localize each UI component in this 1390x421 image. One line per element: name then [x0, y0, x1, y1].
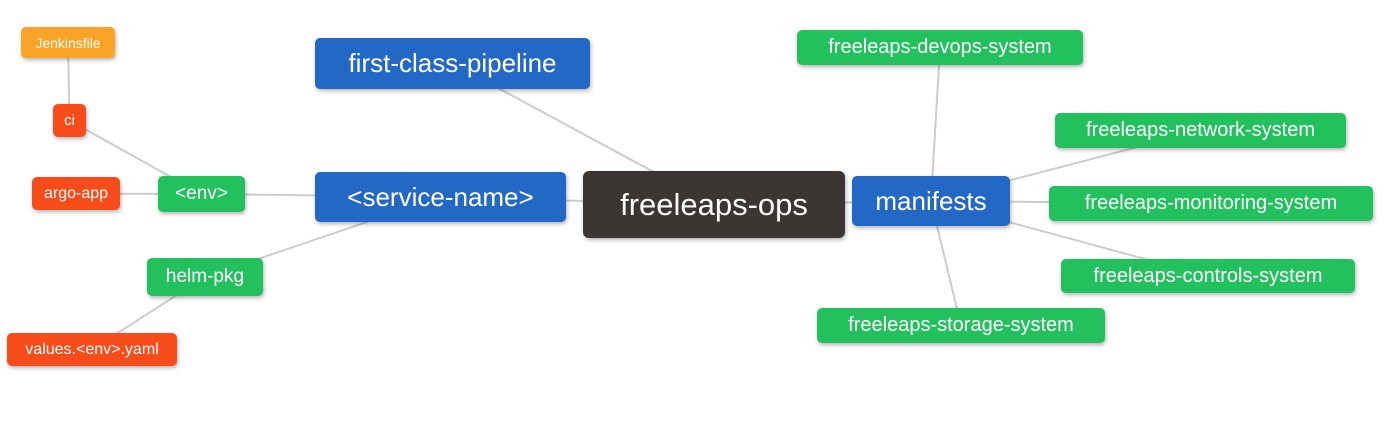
node-jenkinsfile[interactable]: Jenkinsfile	[21, 27, 115, 58]
node-env[interactable]: <env>	[158, 176, 245, 212]
node-service-name[interactable]: <service-name>	[315, 172, 566, 222]
node-manifests[interactable]: manifests	[852, 176, 1010, 226]
node-argo-app[interactable]: argo-app	[32, 177, 120, 210]
node-controls-system[interactable]: freeleaps-controls-system	[1061, 259, 1355, 293]
node-network-system[interactable]: freeleaps-network-system	[1055, 113, 1346, 148]
node-values-env-yaml[interactable]: values.<env>.yaml	[7, 333, 177, 366]
node-helm-pkg[interactable]: helm-pkg	[147, 258, 263, 296]
node-freeleaps-ops[interactable]: freeleaps-ops	[583, 171, 845, 238]
node-monitoring-system[interactable]: freeleaps-monitoring-system	[1049, 186, 1373, 221]
node-devops-system[interactable]: freeleaps-devops-system	[797, 30, 1083, 65]
edge-manifests-devops-system	[930, 47, 941, 202]
node-storage-system[interactable]: freeleaps-storage-system	[817, 308, 1105, 343]
node-ci[interactable]: ci	[53, 104, 86, 137]
node-first-class-pipeline[interactable]: first-class-pipeline	[315, 38, 590, 89]
